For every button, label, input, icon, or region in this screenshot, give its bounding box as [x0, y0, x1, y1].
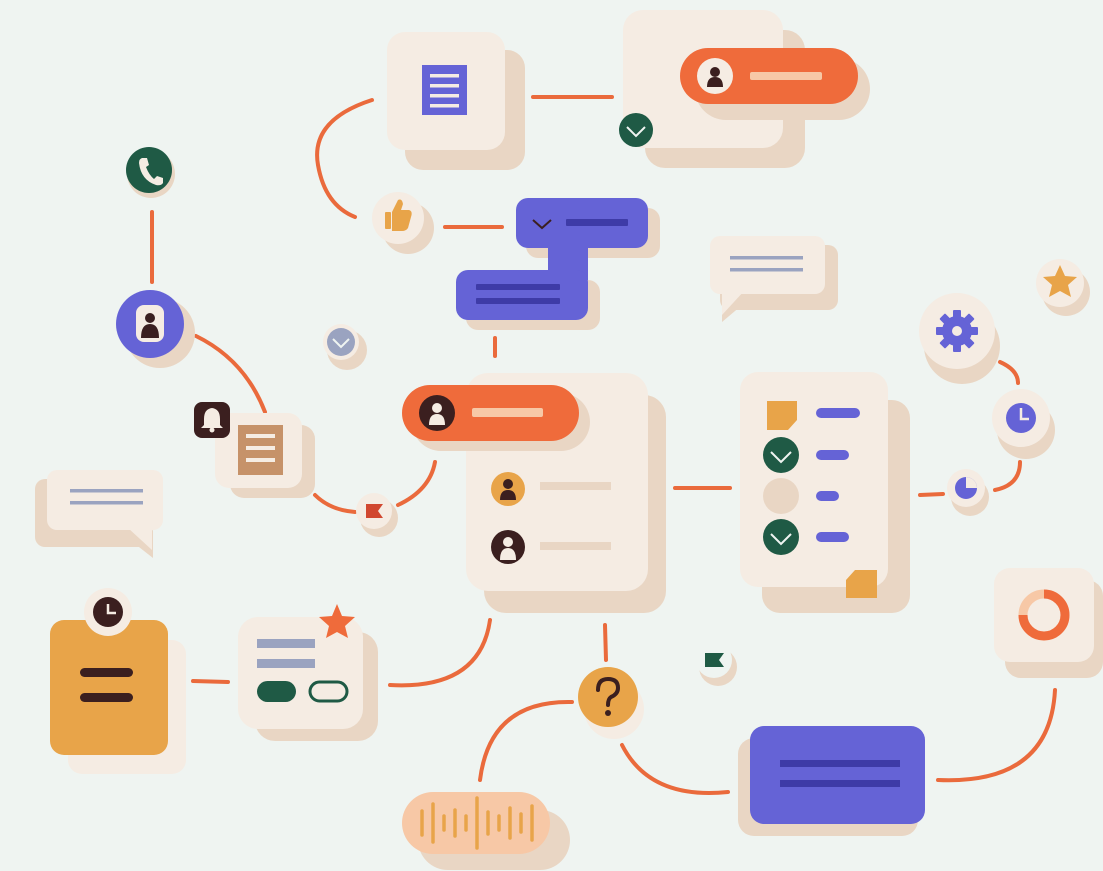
star-icon	[1043, 265, 1077, 297]
toggle-icon	[257, 681, 296, 702]
gear-icon	[936, 310, 978, 352]
sticky-note-icon	[767, 401, 797, 430]
check-icon	[619, 113, 653, 147]
flag-icon	[366, 504, 383, 518]
toggle-icon	[308, 680, 349, 703]
question-badge	[578, 667, 644, 739]
star-icon	[319, 604, 355, 638]
user-list-card	[402, 373, 666, 613]
list-item	[491, 530, 611, 564]
chat-bubble-icon	[35, 470, 163, 558]
bell-icon	[194, 402, 230, 438]
donut-badge	[994, 568, 1103, 678]
chat-bubble-icon	[710, 236, 838, 322]
check-icon	[763, 437, 799, 473]
pie-badge	[947, 469, 989, 516]
user-pill	[402, 385, 579, 441]
user-badge	[116, 290, 195, 368]
user-pill	[680, 48, 858, 104]
document-card	[387, 32, 525, 170]
checklist-card	[740, 372, 910, 613]
check-icon	[763, 519, 799, 555]
clock-icon	[84, 588, 132, 636]
thumbs-up-badge	[372, 192, 434, 254]
question-icon	[596, 676, 621, 716]
flag-badge	[696, 642, 737, 686]
document-icon	[238, 425, 283, 475]
donut-chart-icon	[1018, 589, 1070, 641]
clock-icon	[1006, 403, 1036, 433]
chevron-down-icon	[532, 219, 552, 230]
check-badge	[323, 324, 367, 370]
sticky-note-icon	[846, 570, 877, 598]
check-icon	[332, 338, 350, 349]
gear-badge	[919, 293, 1000, 384]
notification-document	[194, 402, 315, 498]
star-badge	[1036, 259, 1090, 316]
purple-flow-bubbles	[456, 198, 660, 330]
audio-message	[402, 792, 570, 870]
clock-badge	[992, 389, 1055, 459]
flag-icon	[705, 653, 724, 667]
phone-badge	[126, 147, 175, 198]
list-item	[491, 472, 611, 506]
connector-lines	[150, 95, 1057, 795]
toggle-card	[238, 604, 378, 741]
flag-badge	[356, 493, 398, 537]
document-icon	[422, 65, 467, 115]
user-icon	[136, 305, 164, 342]
clipboard-card	[50, 588, 186, 774]
profile-card	[619, 10, 870, 168]
message-card	[738, 726, 925, 836]
thumbs-up-icon	[385, 199, 412, 231]
pie-chart-icon	[955, 477, 977, 499]
phone-icon	[139, 158, 163, 186]
audio-waveform-icon	[420, 796, 534, 850]
